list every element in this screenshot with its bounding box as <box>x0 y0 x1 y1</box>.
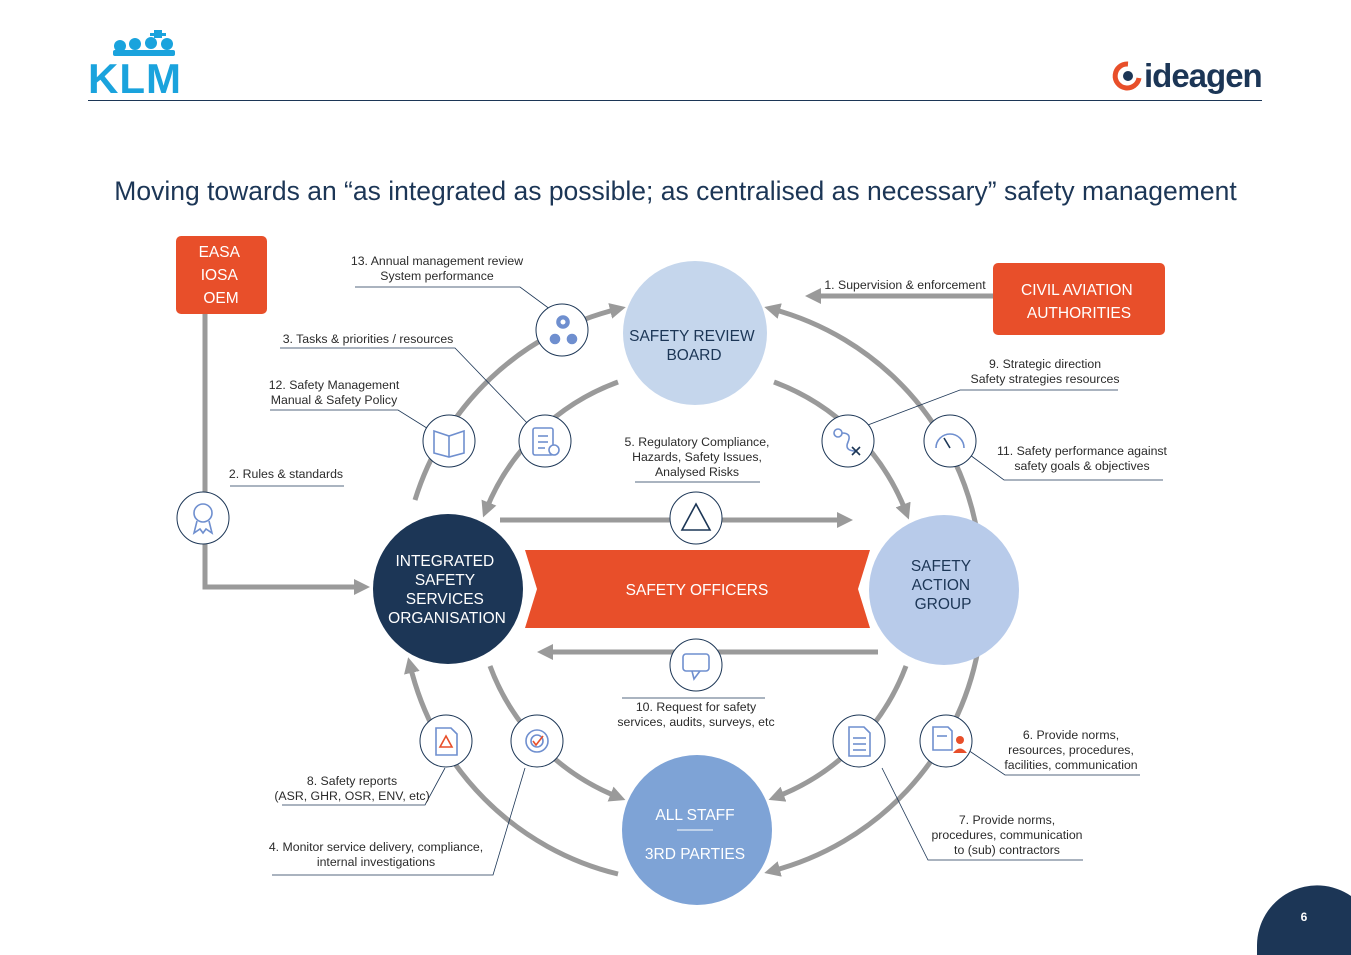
ideagen-logo-text: ideagen <box>1144 57 1263 94</box>
label-4-monitor: 4. Monitor service delivery, compliance,… <box>269 840 483 869</box>
svg-text:SAFETY ACTION GROU: SAFETY ACTION GROUP <box>911 558 975 613</box>
label-3-tasks: 3. Tasks & priorities / resources <box>283 332 454 346</box>
svg-text:ALL STAFF: ALL STAFF <box>655 807 734 824</box>
arc-staff-to-isso <box>404 657 619 877</box>
node-integrated-safety-services: INTEGRATED SAFETY SERVICES ORGANISATION <box>373 514 523 664</box>
svg-text:CIVIL AVIATION AUTHORITI: CIVIL AVIATION AUTHORITIES <box>1021 282 1137 322</box>
page-number: 6 <box>1300 910 1308 924</box>
node-safety-officers-banner: SAFETY OFFICERS <box>525 550 870 628</box>
node-all-staff-3rd-parties: ALL STAFF 3RD PARTIES <box>622 755 772 905</box>
report-warning-icon <box>419 714 473 768</box>
target-check-icon <box>510 714 564 768</box>
ideagen-mark-icon <box>1112 61 1142 91</box>
gauge-icon <box>923 414 977 468</box>
chat-bubble-icon <box>669 638 723 692</box>
warning-triangle-icon <box>669 491 723 545</box>
svg-text:INTEGRATED SAFETY: INTEGRATED SAFETY SERVICES ORGANISATION <box>388 553 506 627</box>
leader-lines <box>230 286 1163 876</box>
label-5-regulatory: 5. Regulatory Compliance,Hazards, Safety… <box>625 435 770 479</box>
arc-sag-to-staff <box>764 649 981 877</box>
svg-text:SAFETY REVIEW BOARD: SAFETY REVIEW BOARD <box>629 328 759 364</box>
klm-crown-icon <box>113 30 175 56</box>
node-civil-aviation-authorities: CIVIL AVIATION AUTHORITIES <box>993 263 1165 335</box>
person-document-icon <box>919 714 973 768</box>
header-divider <box>88 100 1262 101</box>
page-corner <box>1257 885 1351 955</box>
node-safety-review-board: SAFETY REVIEW BOARD <box>623 261 767 405</box>
label-7-contractors: 7. Provide norms,procedures, communicati… <box>931 813 1082 857</box>
label-6-provide-norms: 6. Provide norms,resources, procedures,f… <box>1004 728 1137 772</box>
svg-text:3RD PARTIES: 3RD PARTIES <box>645 846 745 863</box>
arc-sag-to-srb <box>764 303 981 538</box>
checklist-icon <box>518 414 572 468</box>
award-ribbon-icon <box>176 491 230 545</box>
ideagen-logo: ideagen <box>1112 56 1264 96</box>
label-8-safety-reports: 8. Safety reports(ASR, GHR, OSR, ENV, et… <box>274 774 429 803</box>
label-2-rules: 2. Rules & standards <box>229 467 343 481</box>
klm-logo: KLM <box>88 30 200 102</box>
gears-icon <box>535 303 589 357</box>
node-regulators-box: EASA IOSA OEM <box>176 236 267 314</box>
document-icon <box>832 714 886 768</box>
svg-text:EASA IOSA OEM: EASA IOSA OEM <box>199 244 244 307</box>
klm-logo-text: KLM <box>88 55 182 102</box>
arrow-regulators-to-isso <box>202 312 371 596</box>
label-1-supervision: 1. Supervision & enforcement <box>824 278 986 292</box>
node-safety-action-group: SAFETY ACTION GROUP <box>869 515 1019 665</box>
svg-text:SAFETY OFFICERS: SAFETY OFFICERS <box>626 582 769 599</box>
page-title: Moving towards an “as integrated as poss… <box>114 176 1237 206</box>
